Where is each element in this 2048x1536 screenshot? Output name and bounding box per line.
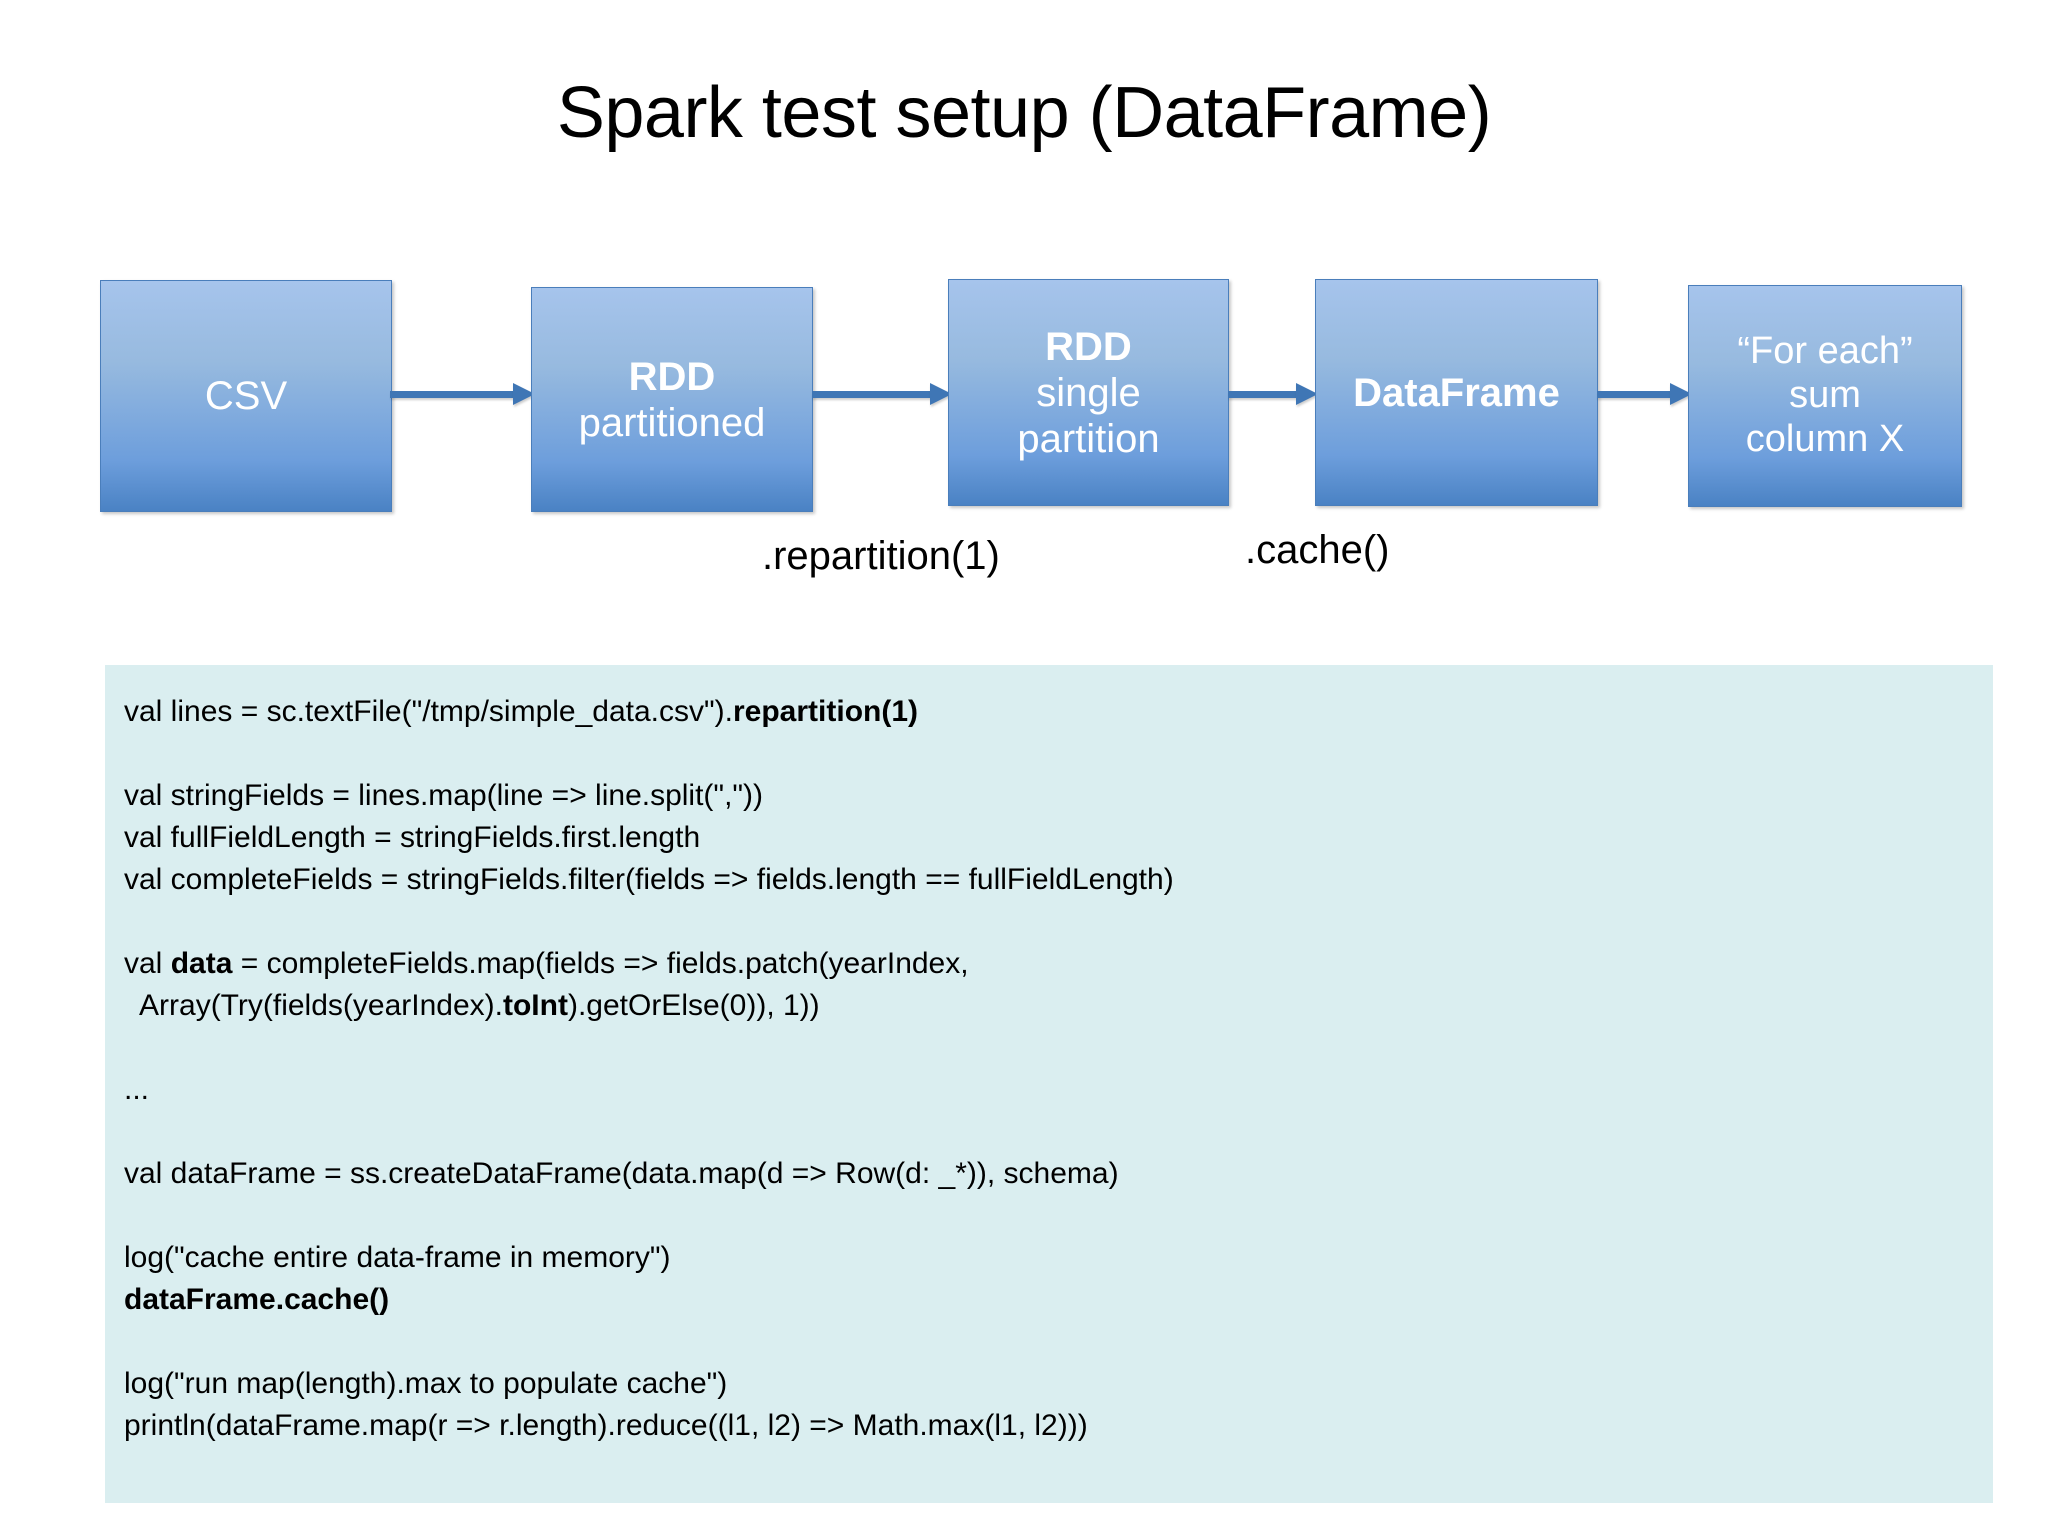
flow-box-dataframe-line-1: DataFrame xyxy=(1353,370,1560,415)
code-text: val fullFieldLength = stringFields.first… xyxy=(124,821,701,854)
code-emphasis: dataFrame.cache() xyxy=(124,1283,390,1316)
flow-arrow-icon-1 xyxy=(390,383,535,405)
flow-box-rdd-single-partition[interactable]: RDD single partition xyxy=(948,279,1229,506)
code-text: val completeFields = stringFields.filter… xyxy=(124,863,1174,896)
code-emphasis: toInt xyxy=(502,989,568,1022)
code-line xyxy=(124,1027,1993,1069)
code-line xyxy=(124,901,1993,943)
arrow-shaft xyxy=(1597,391,1672,398)
flow-box-rdd-partitioned[interactable]: RDD partitioned xyxy=(531,287,813,512)
code-emphasis: data xyxy=(170,947,233,980)
arrow-shaft xyxy=(812,391,932,398)
code-line: val stringFields = lines.map(line => lin… xyxy=(124,775,1993,817)
arrow-head xyxy=(1670,383,1692,405)
flow-box-rdd-single-line-2: single xyxy=(1036,370,1141,415)
flow-arrow-icon-4 xyxy=(1597,383,1692,405)
flow-box-csv-line-1: CSV xyxy=(204,374,288,418)
arrow-head xyxy=(513,383,535,405)
code-block: val lines = sc.textFile("/tmp/simple_dat… xyxy=(105,665,1993,1503)
arrow-shaft xyxy=(390,391,515,398)
code-text: val dataFrame = ss.createDataFrame(data.… xyxy=(124,1157,1119,1190)
arrow-head xyxy=(930,383,952,405)
code-line xyxy=(124,1195,1993,1237)
arrow-caption-cache: .cache() xyxy=(1245,528,1390,572)
flow-box-for-each-line-1: “For each” xyxy=(1737,330,1913,373)
code-text: ).getOrElse(0)), 1)) xyxy=(567,989,820,1022)
code-emphasis: repartition(1) xyxy=(733,695,919,728)
code-line: Array(Try(fields(yearIndex).toInt).getOr… xyxy=(124,985,1993,1027)
code-line: log("cache entire data-frame in memory") xyxy=(124,1237,1993,1279)
flow-diagram: CSV RDD partitioned RDD single partition… xyxy=(0,0,2048,600)
code-line: val data = completeFields.map(fields => … xyxy=(124,943,1993,985)
page-title: Spark test setup (DataFrame) xyxy=(556,73,1492,153)
flow-arrow-icon-2 xyxy=(812,383,952,405)
code-listing: val lines = sc.textFile("/tmp/simple_dat… xyxy=(124,691,1993,1447)
code-text: log("cache entire data-frame in memory") xyxy=(124,1241,671,1274)
code-line: ... xyxy=(124,1069,1993,1111)
flow-box-for-each-line-3: column X xyxy=(1745,417,1905,460)
code-line: dataFrame.cache() xyxy=(124,1279,1993,1321)
flow-box-rdd-single-line-3: partition xyxy=(1017,416,1160,461)
code-text: val xyxy=(124,947,171,980)
flow-box-rdd-partitioned-line-2: partitioned xyxy=(578,400,766,445)
arrow-head xyxy=(1296,383,1318,405)
flow-arrow-icon-3 xyxy=(1228,383,1318,405)
code-line: val dataFrame = ss.createDataFrame(data.… xyxy=(124,1153,1993,1195)
flow-box-rdd-single-line-1: RDD xyxy=(1045,324,1132,369)
flow-box-for-each-line-2: sum xyxy=(1789,374,1861,417)
code-text: ... xyxy=(124,1073,150,1106)
code-line xyxy=(124,1321,1993,1363)
code-text: = completeFields.map(fields => fields.pa… xyxy=(232,947,969,980)
flow-box-for-each-sum[interactable]: “For each” sum column X xyxy=(1688,285,1962,507)
code-text: val lines = sc.textFile("/tmp/simple_dat… xyxy=(124,695,733,728)
code-text: log("run map(length).max to populate cac… xyxy=(124,1367,728,1400)
flow-box-dataframe[interactable]: DataFrame xyxy=(1315,279,1598,506)
code-line xyxy=(124,1111,1993,1153)
code-line: log("run map(length).max to populate cac… xyxy=(124,1363,1993,1405)
code-text: val stringFields = lines.map(line => lin… xyxy=(124,779,764,812)
code-line: val completeFields = stringFields.filter… xyxy=(124,859,1993,901)
flow-box-rdd-partitioned-line-1: RDD xyxy=(628,354,716,399)
arrow-shaft xyxy=(1228,391,1298,398)
code-line xyxy=(124,733,1993,775)
arrow-caption-repartition: .repartition(1) xyxy=(762,534,1000,578)
code-text: println(dataFrame.map(r => r.length).red… xyxy=(124,1409,1088,1442)
code-text: Array(Try(fields(yearIndex). xyxy=(124,989,503,1022)
code-line: val lines = sc.textFile("/tmp/simple_dat… xyxy=(124,691,1993,733)
flow-box-csv[interactable]: CSV xyxy=(100,280,392,512)
code-line: println(dataFrame.map(r => r.length).red… xyxy=(124,1405,1993,1447)
code-line: val fullFieldLength = stringFields.first… xyxy=(124,817,1993,859)
